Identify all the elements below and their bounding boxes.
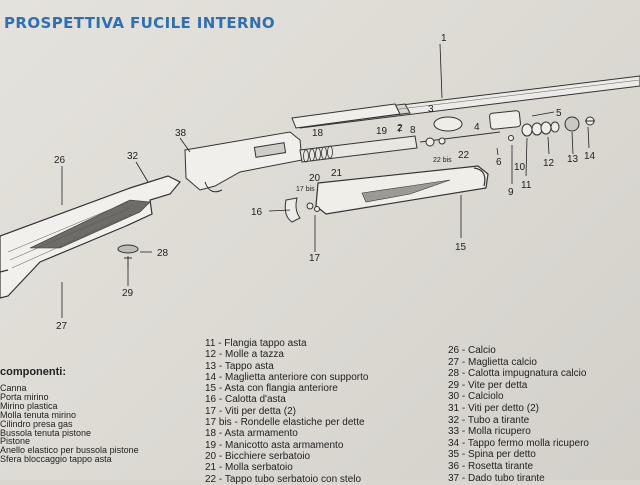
- callout-13: 13: [567, 154, 579, 165]
- callout-11: 11: [521, 180, 532, 191]
- legend-item: 31 - Viti per detto (2): [448, 402, 539, 414]
- callout-6: 6: [496, 157, 502, 168]
- callout-14: 14: [584, 151, 596, 162]
- callout-3: 3: [428, 104, 434, 115]
- legend-item: Porta mirino: [0, 391, 49, 402]
- callout-10: 10: [514, 162, 526, 173]
- legend-item: 13 - Tappo asta: [205, 360, 274, 372]
- callout-20: 20: [309, 173, 321, 184]
- callout-15: 15: [455, 242, 467, 253]
- legend-item: 30 - Calciolo: [448, 391, 504, 403]
- legend-item: 32 - Tubo a tirante: [448, 414, 530, 426]
- exploded-gun-diagram: 1 2 3 4 5 6 7 8 9 10 11 12 13 14 15 16 1…: [0, 33, 640, 332]
- callout-8: 8: [410, 125, 416, 136]
- callout-26: 26: [54, 155, 66, 166]
- callout-32: 32: [127, 151, 139, 162]
- callout-16: 16: [251, 207, 263, 218]
- forend-drawing: [315, 165, 489, 215]
- stock-drawing: [0, 175, 181, 299]
- page-title: PROSPETTIVA FUCILE INTERNO: [4, 14, 276, 32]
- legend-item: 33 - Molla ricupero: [448, 426, 531, 438]
- callout-17: 17: [309, 253, 321, 264]
- legend-item: 11 - Flangia tappo asta: [205, 338, 307, 349]
- legend-item: 14 - Maglietta anteriore con supporto: [205, 371, 369, 383]
- grip-cap-drawing: [117, 244, 139, 268]
- callout-29: 29: [122, 288, 134, 299]
- callout-22: 22: [458, 150, 470, 161]
- action-bar-drawing: [291, 103, 401, 129]
- callout-1: 1: [441, 33, 447, 44]
- legend-item: 17 bis - Rondelle elastiche per dette: [205, 417, 365, 429]
- callout-27: 27: [56, 321, 68, 332]
- callout-5: 5: [556, 108, 562, 119]
- legend-item: 20 - Bicchiere serbatoio: [205, 450, 311, 462]
- legend-item: Canna: [0, 383, 27, 393]
- legend-item: 29 - Vite per detta: [448, 379, 528, 391]
- legend-item: 19 - Manicotto asta armamento: [205, 439, 344, 451]
- callout-22-bis: 22 bis: [433, 157, 452, 164]
- legend-item: 18 - Asta armamento: [205, 428, 298, 440]
- legend-item: Mirino plastica: [0, 400, 58, 411]
- legend-item: 37 - Dado tubo tirante: [448, 472, 545, 484]
- receiver-drawing: [184, 131, 303, 193]
- magazine-tube-drawing: [299, 135, 418, 163]
- legend-heading: componenti:: [0, 366, 66, 378]
- legend-item: 16 - Calotta d'asta: [205, 394, 286, 406]
- callout-17-bis: 17 bis: [296, 186, 315, 193]
- legend-item: 21 - Molla serbatoio: [205, 462, 293, 474]
- legend-item: 36 - Rosetta tirante: [448, 460, 534, 472]
- forend-cap-drawing: [284, 197, 320, 223]
- legend-left-column: Canna Porta mirino Mirino plastica Molla…: [0, 384, 139, 464]
- callout-18: 18: [312, 128, 324, 139]
- legend-item: 27 - Maglietta calcio: [448, 356, 537, 368]
- callout-labels: 1 2 3 4 5 6 7 8 9 10 11 12 13 14 15 16 1…: [54, 33, 596, 332]
- callout-12: 12: [543, 158, 555, 169]
- legend-item: 28 - Calotta impugnatura calcio: [448, 368, 587, 380]
- callout-4: 4: [474, 122, 480, 133]
- legend-middle-column: 11 - Flangia tappo asta 12 - Molle a taz…: [205, 338, 368, 485]
- legend-item: 34 - Tappo fermo molla ricupero: [448, 437, 589, 449]
- callout-2: 2: [397, 123, 403, 134]
- legend-item: 22 - Tappo tubo serbatoio con stelo: [205, 473, 362, 485]
- legend-item: 12 - Molle a tazza: [205, 349, 284, 361]
- legend-item: Sfera bloccaggio tappo asta: [0, 454, 112, 465]
- callout-7: 7: [397, 124, 403, 135]
- legend-right-column: 26 - Calcio 27 - Maglietta calcio 28 - C…: [448, 345, 589, 484]
- legend-item: 35 - Spina per detto: [448, 449, 536, 461]
- callout-9: 9: [508, 187, 514, 198]
- callout-28: 28: [157, 248, 169, 259]
- callout-38: 38: [175, 128, 187, 139]
- legend-item: 26 - Calcio: [448, 345, 496, 356]
- legend-item: Molla tenuta mirino: [0, 409, 77, 420]
- legend-item: Bussola tenuta pistone: [0, 427, 92, 438]
- callout-19: 19: [376, 126, 388, 137]
- callout-21: 21: [331, 168, 343, 179]
- legend-item: Pistone: [0, 436, 31, 447]
- gas-parts-drawing: [419, 110, 595, 147]
- legend-item: 17 - Viti per detta (2): [205, 405, 296, 417]
- legend-item: Anello elastico per bussola pistone: [0, 445, 139, 456]
- legend-item: 15 - Asta con flangia anteriore: [205, 383, 338, 395]
- leader-lines: [61, 43, 590, 318]
- legend-item: Cilindro presa gas: [0, 418, 73, 429]
